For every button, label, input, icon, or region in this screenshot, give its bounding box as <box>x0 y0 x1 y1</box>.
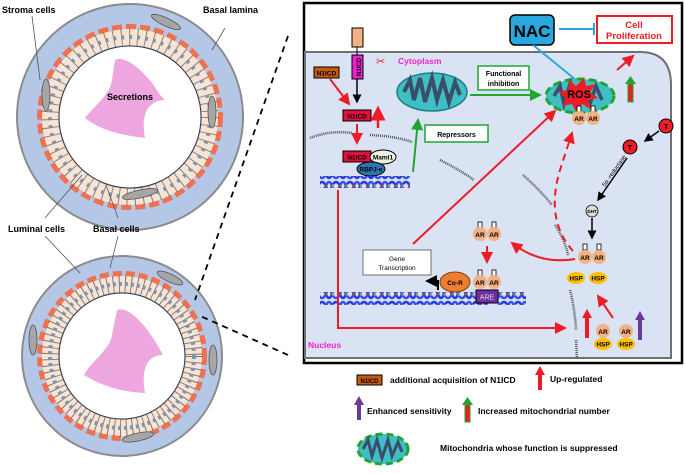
maml1-label: Maml1 <box>373 155 394 162</box>
ar-label: AR <box>574 116 584 123</box>
legend-n1icd-text: additional acquisition of N1ICD <box>390 375 516 385</box>
rbpj-label: RBPJ-κ <box>359 167 383 174</box>
t-label-inner: T <box>628 145 633 152</box>
dna-are <box>320 292 488 305</box>
cell-proliferation-label-1: Cell <box>625 20 642 31</box>
basal-lamina-label: Basal lamina <box>203 5 259 15</box>
n1icd-acquired-label: N1ICD <box>317 71 337 78</box>
n1icd-acquired-badge <box>313 66 340 79</box>
ar-label: AR <box>598 329 608 336</box>
gland-top <box>16 3 244 231</box>
legend-enhanced-sensitivity: Enhanced sensitivity <box>367 406 452 416</box>
gland-bottom <box>21 255 223 457</box>
hsp-label: HSP <box>619 342 633 349</box>
ar-label: AR <box>489 280 499 287</box>
ar-label: AR <box>475 280 485 287</box>
transcription-to-mito-arrow <box>412 109 557 245</box>
are-label: ARE <box>480 295 495 302</box>
ar-hsp-upregulated: AR HSP AR HSP <box>582 294 645 350</box>
hsp-label: HSP <box>591 276 605 283</box>
legend-n1icd-badge-label: N1ICD <box>360 379 379 385</box>
transcription-start-arrow <box>425 275 439 290</box>
secretions-shape-bottom <box>84 309 163 393</box>
legend-up-regulated: Up-regulated <box>550 374 602 384</box>
repressors-label: Repressors <box>437 132 476 139</box>
gland-leader-lines <box>31 15 226 274</box>
ar-label: AR <box>588 116 598 123</box>
zoom-guide-lines <box>194 35 289 356</box>
legend-suppressed-mito: Mitochondria whose function is suppresse… <box>440 443 618 453</box>
ar-label: AR <box>621 329 631 336</box>
scissors-icon: ✂ <box>376 56 385 68</box>
legend-increased-mito: Increased mitochondrial number <box>478 406 610 416</box>
n1icd-vertical-label: N1ICD <box>357 57 363 76</box>
nac-label: NAC <box>514 22 551 41</box>
gene-transcription-label-2: Transcription <box>378 265 416 272</box>
ar-hsp-complex: AR AR HSP HSP <box>567 243 607 284</box>
nac-group: NAC Cell Proliferation <box>509 14 673 81</box>
luminal-cells-label: Luminal cells <box>8 224 65 234</box>
increased-mito-arrow <box>625 76 636 103</box>
hsp-label: HSP <box>596 342 610 349</box>
cell-proliferation-box <box>596 15 673 44</box>
mitochondrion-normal <box>396 70 468 112</box>
legend-mito-number-arrow-icon <box>464 403 471 423</box>
legend-suppressed-mito-icon <box>356 432 410 466</box>
functional-inhibition-label-1: Functional <box>486 71 521 78</box>
n1icd-nucleus-label: N1ICD <box>347 155 367 162</box>
functional-inhibition-label-2: inhibition <box>488 81 520 88</box>
dht-label: DHT <box>587 209 596 214</box>
t-label-outer: T <box>664 124 669 131</box>
ar-label: AR <box>475 232 485 239</box>
notch-to-ar-arrow <box>337 190 567 334</box>
legend-up-arrow-icon <box>538 373 542 390</box>
secretions-shape <box>85 59 165 138</box>
notch-receptor: N1ICD ✂ <box>351 27 385 104</box>
legend-n1icd-badge <box>356 374 383 386</box>
stroma-cells-label: Stroma cells <box>2 5 56 15</box>
ar-to-mito-dashed-arrow <box>553 131 575 252</box>
secretions-label: Secretions <box>107 92 153 102</box>
ar-label: AR <box>489 232 499 239</box>
cell-proliferation-label-2: Proliferation <box>606 31 662 42</box>
ros-label: ROS <box>567 89 591 101</box>
n1icd-cytoplasm-label: N1ICD <box>347 114 367 121</box>
legend-purple-arrow-icon <box>357 403 361 420</box>
dna-notch <box>320 176 410 188</box>
repressors-box <box>424 124 489 143</box>
functional-inhibition-box <box>477 65 530 91</box>
ar-dimer-nucleus: AR AR <box>473 221 501 264</box>
cytoplasm-label: Cytoplasm <box>398 56 442 66</box>
n1icd-cascade: N1ICD N1ICD N1ICD Maml1 RBPJ-κ <box>313 66 410 188</box>
ar-translocation-arrow <box>510 241 576 262</box>
mitochondrion-suppressed: ROS <box>544 77 616 115</box>
gene-transcription-label-1: Gene <box>389 256 405 263</box>
co-r-label: Co-R <box>447 280 463 287</box>
nac-box <box>509 14 555 46</box>
ar-label: AR <box>594 255 604 262</box>
ar-dimer-mito: AR AR <box>572 105 600 125</box>
are-complex: Co-R AR AR ARE <box>320 269 526 305</box>
basal-cells-label: Basal cells <box>93 224 140 234</box>
nucleus-label: Nucleus <box>308 340 341 350</box>
gene-transcription-box <box>362 249 432 276</box>
legend: N1ICD additional acquisition of N1ICD Up… <box>354 366 618 466</box>
ar-label: AR <box>580 255 590 262</box>
hsp-label: HSP <box>569 276 583 283</box>
